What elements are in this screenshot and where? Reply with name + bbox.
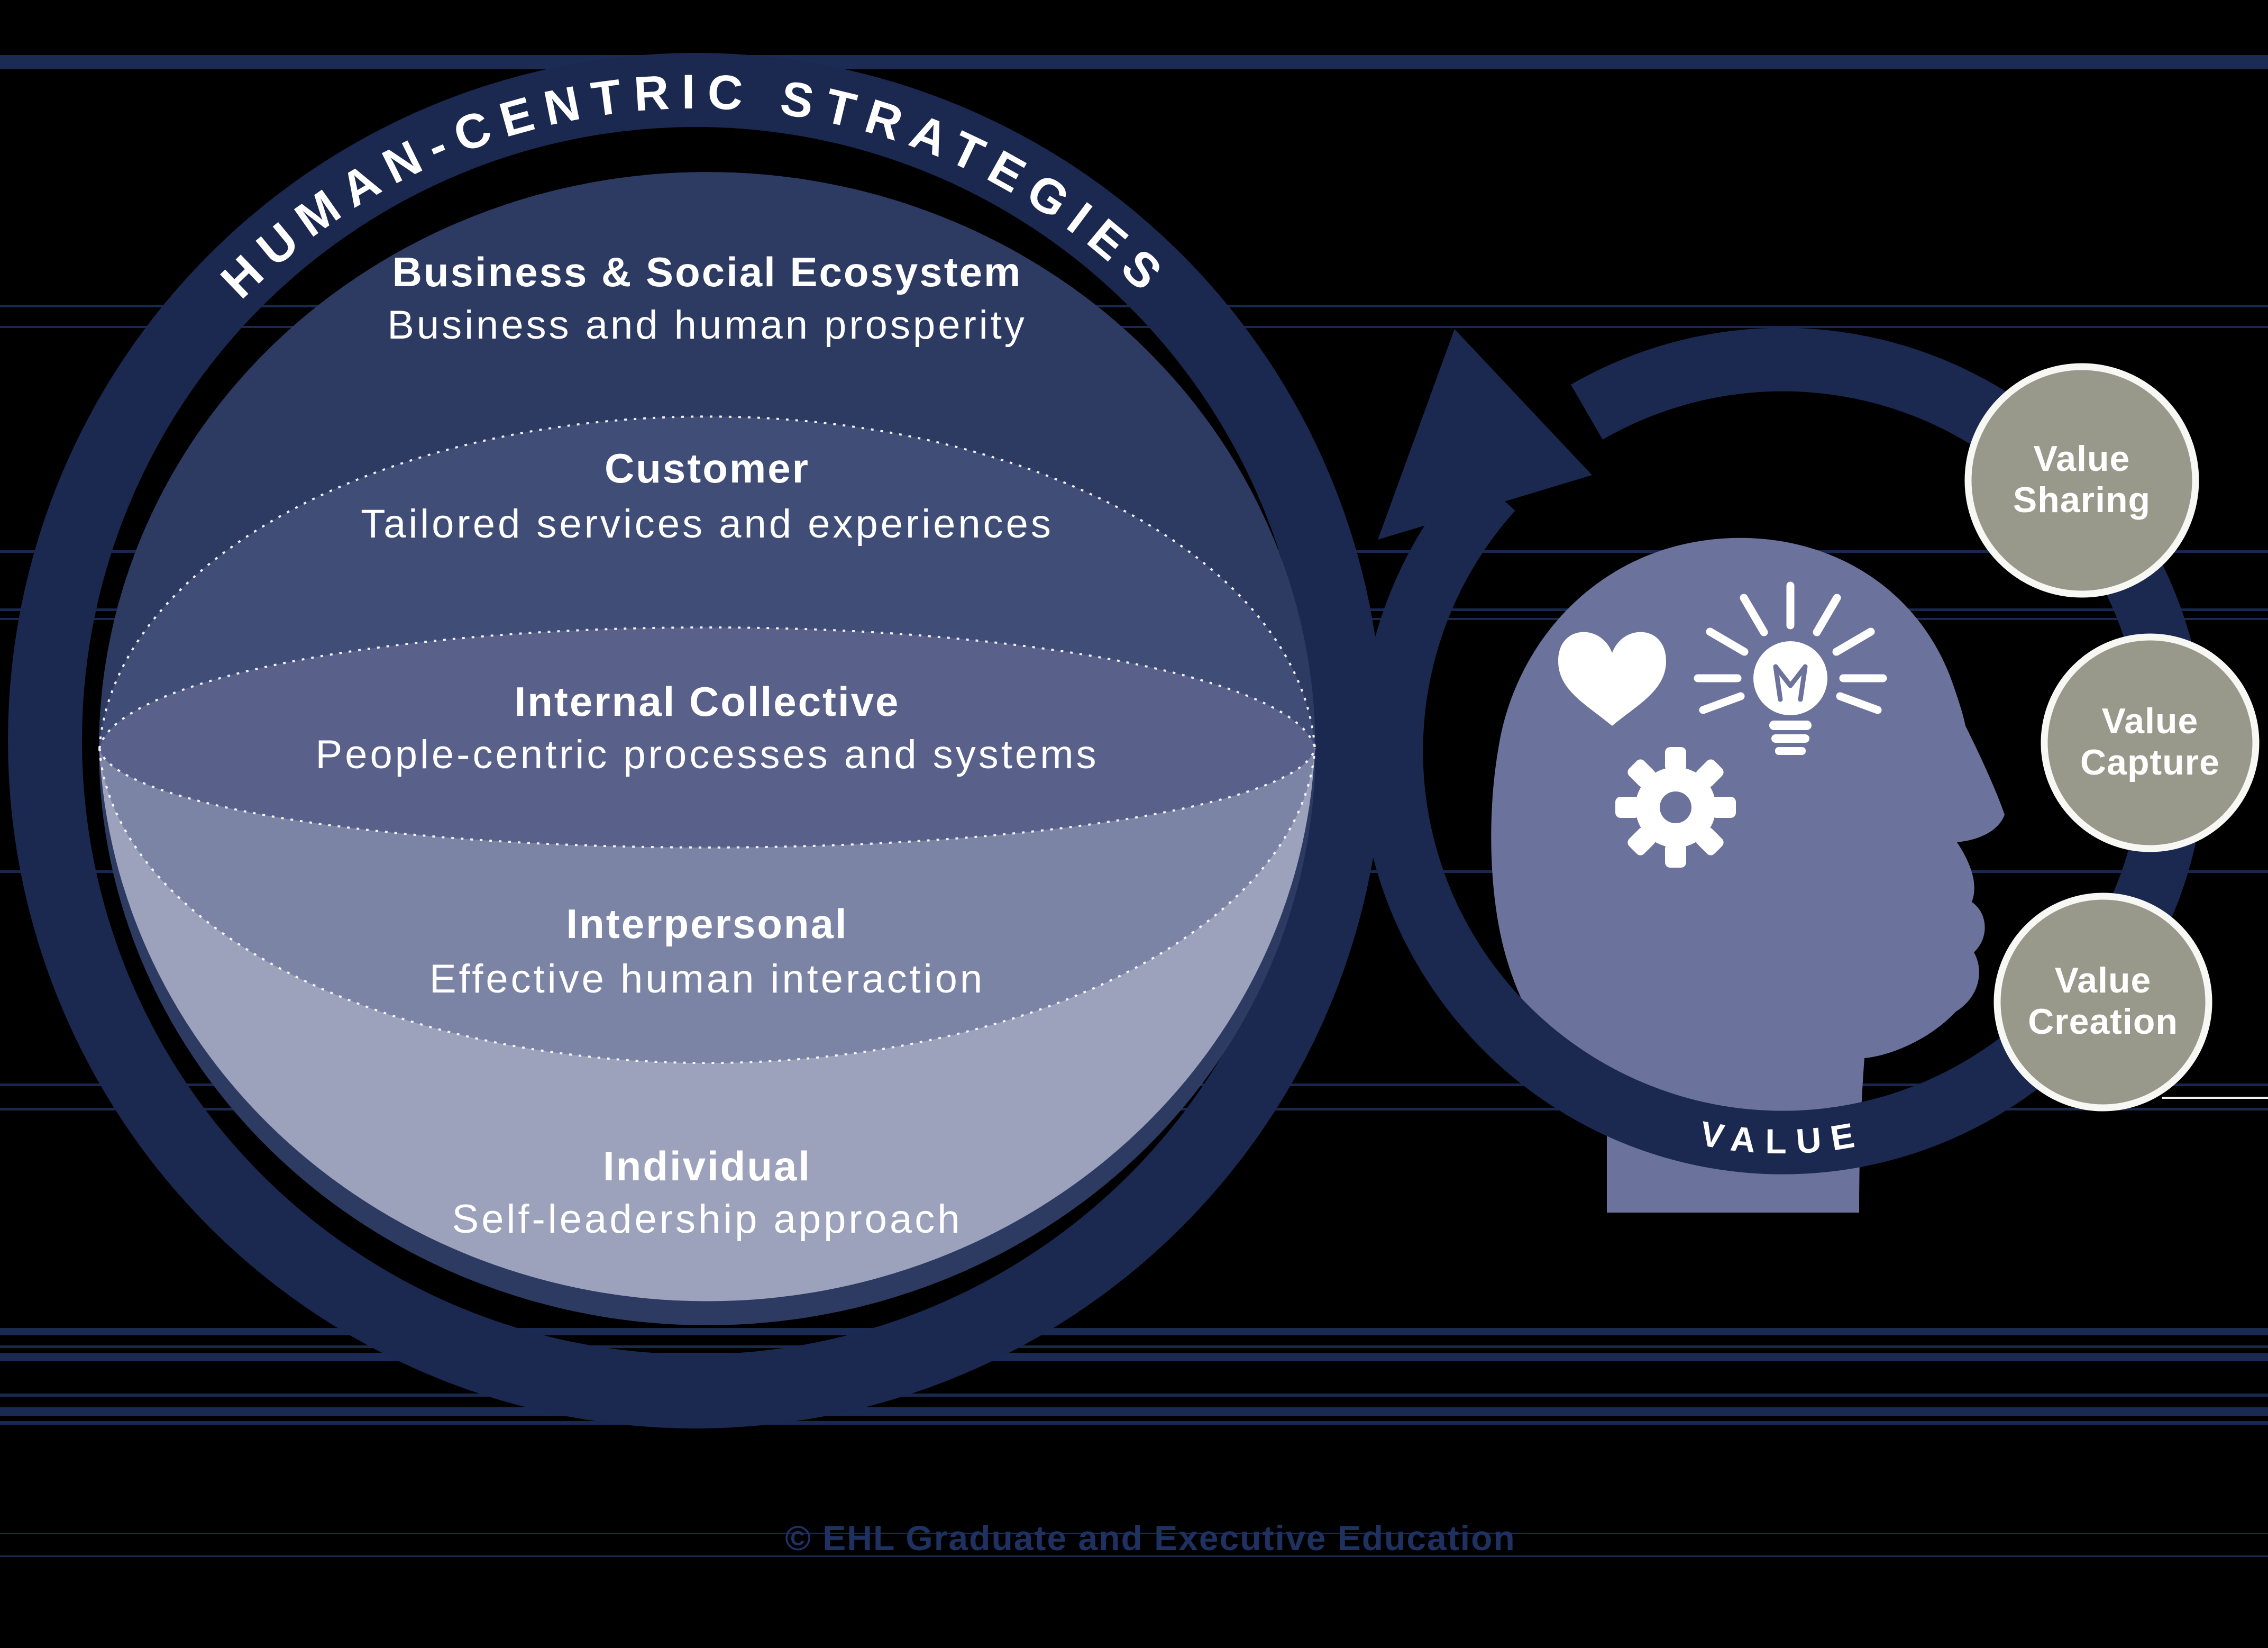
layer-title-customer: Customer [605,445,810,491]
lightbulb-rays [1694,581,1887,714]
layer-title-individual: Individual [603,1143,811,1189]
layer-interpersonal-region [99,749,1315,1063]
lightbulb-icon [1694,581,1887,755]
layer-divider-arc [98,626,1316,749]
layer-subtitle-internal: People-centric processes and systems [315,732,1099,777]
value-capture-line1: Value [2102,701,2199,741]
cycle-arrow-icon [1378,329,1592,540]
value-creation-line1: Value [2055,960,2152,1000]
stripe-artifact-white [2162,1097,2268,1099]
value-capture-node: Value Capture [2041,633,2260,852]
lightbulb-filament [1773,664,1808,702]
copyright-text: © EHL Graduate and Executive Education [785,1518,1515,1558]
layer-subtitle-interpersonal: Effective human interaction [429,957,985,1001]
layer-subtitle-customer: Tailored services and experiences [361,502,1054,547]
value-sharing-line1: Value [2034,439,2130,479]
layer-divider-arc [98,748,1316,849]
value-creation-node: Value Creation [1993,893,2212,1112]
layer-subtitle-individual: Self-leadership approach [452,1197,963,1242]
layer-title-internal: Internal Collective [515,678,900,725]
gear-icon [1615,747,1736,868]
layer-divider-arc [98,748,1316,1064]
layer-title-business: Business & Social Ecosystem [392,249,1022,295]
value-cycle-group: VALUE Value Sharing Value Capture Value … [1359,327,2260,1213]
layer-title-interpersonal: Interpersonal [566,900,848,947]
value-sharing-line2: Sharing [2013,480,2151,520]
layer-internal-collective-region [99,627,1315,848]
value-creation-line2: Creation [2028,1001,2178,1042]
layer-customer-region [99,416,1315,749]
strategies-ring [8,53,1383,1428]
value-capture-line2: Capture [2080,742,2220,782]
value-sharing-node: Value Sharing [1964,363,2199,598]
strategies-group: HUMAN-CENTRIC STRATEGIES Business & Soci… [8,53,1383,1428]
layer-divider-arcs [98,415,1316,1064]
layer-individual-region [99,749,1315,1301]
heart-icon [1558,632,1666,726]
layer-subtitle-business: Business and human prosperity [387,303,1027,348]
